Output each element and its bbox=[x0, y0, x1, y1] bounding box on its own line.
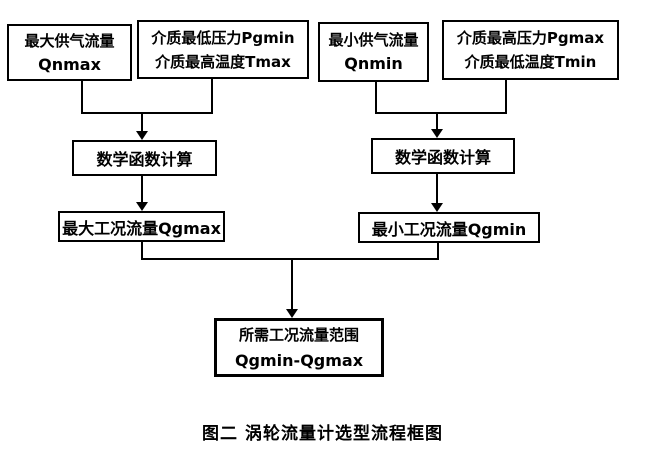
node-min-supply-flow-line1: 最小供气流量 bbox=[328, 31, 419, 49]
arrowhead bbox=[431, 129, 443, 138]
arrowhead bbox=[136, 131, 148, 140]
arrowhead bbox=[431, 203, 443, 212]
node-pgmax-line2: 介质最低温度Tmin bbox=[464, 53, 597, 71]
node-math-function-left: 数学函数计算 bbox=[72, 140, 217, 176]
node-min-supply-flow: 最小供气流量 Qnmin bbox=[318, 22, 429, 82]
connector-math-left-to-qgmax bbox=[136, 176, 148, 211]
connector-right-merge bbox=[375, 80, 507, 138]
node-math-function-right-label: 数学函数计算 bbox=[394, 148, 491, 167]
node-math-function-right: 数学函数计算 bbox=[371, 138, 515, 174]
node-max-supply-flow-line2: Qnmax bbox=[38, 54, 101, 74]
node-required-flow-range-line2: Qgmin-Qgmax bbox=[234, 350, 364, 370]
arrowhead bbox=[286, 309, 298, 318]
node-max-working-flow-label: 最大工况流量Qgmax bbox=[62, 218, 221, 238]
node-max-working-flow: 最大工况流量Qgmax bbox=[58, 211, 225, 242]
node-min-working-flow: 最小工况流量Qgmin bbox=[358, 212, 540, 243]
node-medium-max-pressure-min-temp: 介质最高压力Pgmax 介质最低温度Tmin bbox=[442, 20, 619, 80]
node-math-function-left-label: 数学函数计算 bbox=[96, 150, 193, 169]
connector-math-right-to-qgmin bbox=[431, 174, 443, 212]
node-min-working-flow-label: 最小工况流量Qgmin bbox=[371, 219, 527, 239]
node-required-flow-range: 所需工况流量范围 Qgmin-Qgmax bbox=[214, 318, 384, 377]
node-min-supply-flow-line2: Qnmin bbox=[344, 54, 403, 73]
node-max-supply-flow: 最大供气流量 Qnmax bbox=[7, 24, 132, 81]
connector-bottom-merge bbox=[141, 242, 439, 318]
figure-caption: 图二 涡轮流量计选型流程框图 bbox=[202, 424, 443, 444]
node-pgmin-line2: 介质最高温度Tmax bbox=[155, 52, 291, 71]
connector-left-merge bbox=[81, 79, 213, 140]
node-pgmax-line1: 介质最高压力Pgmax bbox=[456, 29, 605, 47]
node-medium-min-pressure-max-temp: 介质最低压力Pgmin 介质最高温度Tmax bbox=[137, 20, 309, 79]
node-max-supply-flow-line1: 最大供气流量 bbox=[24, 31, 115, 50]
node-required-flow-range-line1: 所需工况流量范围 bbox=[238, 325, 359, 344]
node-pgmin-line1: 介质最低压力Pgmin bbox=[151, 28, 295, 47]
arrowhead bbox=[136, 202, 148, 211]
